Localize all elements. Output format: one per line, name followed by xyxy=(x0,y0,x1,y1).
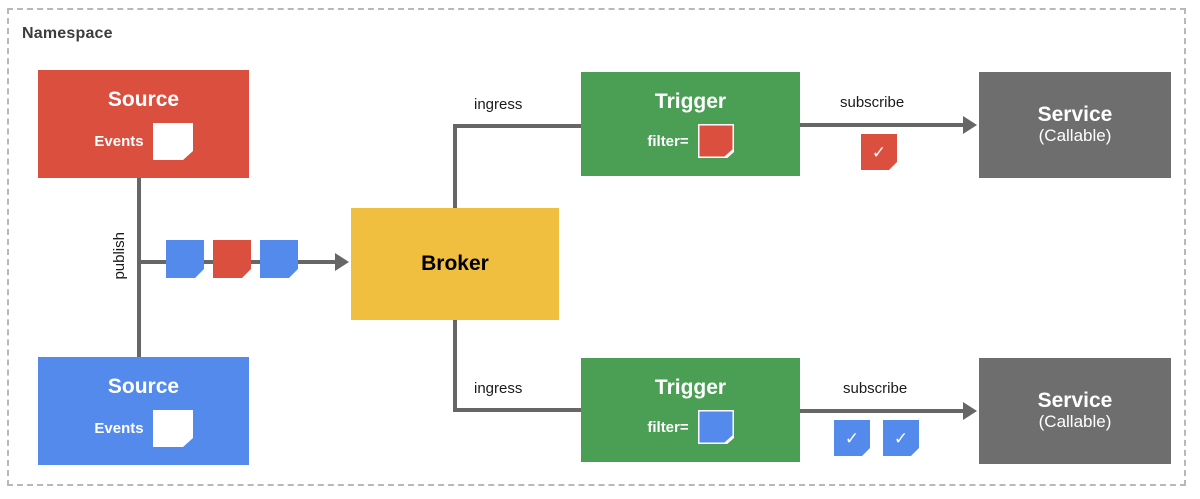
namespace-boundary xyxy=(7,8,1186,486)
service-top-title: Service xyxy=(1037,103,1113,127)
subscribe-bottom-line xyxy=(798,409,966,413)
delivered-events-bottom: ✓ ✓ xyxy=(834,420,919,456)
namespace-label: Namespace xyxy=(22,25,113,42)
trigger-bottom-title: Trigger xyxy=(654,375,727,399)
source-red-events-row: Events xyxy=(94,123,193,161)
node-source-blue[interactable]: Source Events xyxy=(38,357,249,465)
delivered-event-doc: ✓ xyxy=(834,420,870,456)
trigger-top-filter-label: filter= xyxy=(647,132,689,150)
node-service-bottom[interactable]: Service (Callable) xyxy=(979,358,1171,464)
service-bottom-subtitle: (Callable) xyxy=(1038,412,1112,432)
filter-doc-icon xyxy=(697,410,734,445)
subscribe-bottom-edge-label: subscribe xyxy=(843,380,908,397)
delivered-event-doc: ✓ xyxy=(861,134,897,170)
trigger-top-filter-row: filter= xyxy=(647,124,734,159)
source-red-events-label: Events xyxy=(94,133,144,151)
event-stream xyxy=(166,240,298,278)
broker-title: Broker xyxy=(421,252,489,276)
ingress-top-horizontal-line xyxy=(453,124,583,128)
service-bottom-title: Service xyxy=(1037,389,1113,413)
ingress-bottom-horizontal-line xyxy=(453,408,583,412)
ingress-top-edge-label: ingress xyxy=(474,96,523,113)
trigger-top-title: Trigger xyxy=(654,89,727,113)
publish-edge-label: publish xyxy=(111,232,128,280)
source-blue-title: Source xyxy=(107,374,180,398)
node-broker[interactable]: Broker xyxy=(351,208,559,320)
source-blue-events-label: Events xyxy=(94,420,144,438)
subscribe-top-arrow-head xyxy=(963,116,977,134)
events-doc-icon xyxy=(152,410,193,448)
node-trigger-bottom[interactable]: Trigger filter= xyxy=(581,358,800,462)
events-doc-icon xyxy=(152,123,193,161)
trigger-bottom-filter-row: filter= xyxy=(647,410,734,445)
delivered-event-doc: ✓ xyxy=(883,420,919,456)
source-blue-events-row: Events xyxy=(94,410,193,448)
subscribe-bottom-arrow-head xyxy=(963,402,977,420)
event-doc xyxy=(166,240,204,278)
ingress-top-vertical-line xyxy=(453,124,457,210)
trigger-bottom-filter-label: filter= xyxy=(647,418,689,436)
event-doc xyxy=(213,240,251,278)
publish-arrow-head xyxy=(335,253,349,271)
subscribe-top-line xyxy=(798,123,966,127)
node-service-top[interactable]: Service (Callable) xyxy=(979,72,1171,178)
ingress-bottom-vertical-line xyxy=(453,318,457,412)
event-doc xyxy=(260,240,298,278)
delivered-events-top: ✓ xyxy=(861,134,897,170)
node-trigger-top[interactable]: Trigger filter= xyxy=(581,72,800,176)
publish-vertical-line xyxy=(137,178,141,362)
source-red-title: Source xyxy=(107,87,180,111)
node-source-red[interactable]: Source Events xyxy=(38,70,249,178)
service-top-subtitle: (Callable) xyxy=(1038,126,1112,146)
ingress-bottom-edge-label: ingress xyxy=(474,380,523,397)
subscribe-top-edge-label: subscribe xyxy=(840,94,905,111)
filter-doc-icon xyxy=(697,124,734,159)
